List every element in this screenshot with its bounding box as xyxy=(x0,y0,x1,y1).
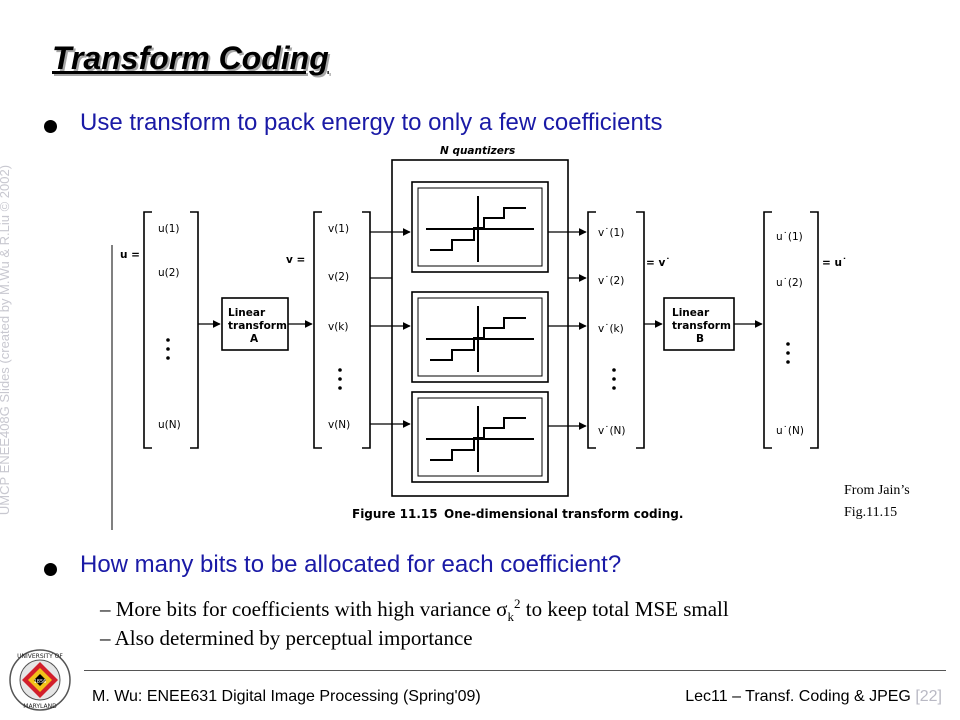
v-item: v(k) xyxy=(328,321,349,333)
sub-bullet-1: – More bits for coefficients with high v… xyxy=(100,596,729,625)
ustar-item: u˙(N) xyxy=(776,425,804,437)
transform-a-line: Linear xyxy=(228,307,266,319)
u-label: u = xyxy=(120,249,140,261)
transform-b-line: transform xyxy=(672,320,731,332)
bullet-1: Use transform to pack energy to only a f… xyxy=(80,109,663,136)
vstar-item: v˙(k) xyxy=(598,323,624,335)
source-line: Fig.11.15 xyxy=(844,505,898,520)
vstar-item: v˙(N) xyxy=(598,425,626,437)
ustar-label: = u˙ xyxy=(822,257,847,269)
logo-text-bottom: MARYLAND xyxy=(23,703,57,710)
sub-bullet-1-prefix: – More bits for coefficients with high v… xyxy=(100,597,508,621)
logo-text-top: UNIVERSITY OF xyxy=(17,653,63,660)
footer-course: M. Wu: ENEE631 Digital Image Processing … xyxy=(92,688,481,705)
page-number: [22] xyxy=(915,688,942,705)
footer-lecture-title: Lec11 – Transf. Coding & JPEG xyxy=(685,688,911,705)
u-item: u(1) xyxy=(158,223,180,235)
transform-a-line: transform xyxy=(228,320,287,332)
ustar-item: u˙(1) xyxy=(776,231,803,243)
footer-lecture: Lec11 – Transf. Coding & JPEG [22] xyxy=(685,688,942,706)
vstar-item: v˙(1) xyxy=(598,227,624,239)
figure-source-note: From Jain’s Fig.11.15 xyxy=(844,480,910,524)
v-item: v(1) xyxy=(328,223,349,235)
ustar-item: u˙(2) xyxy=(776,277,803,289)
v-item: v(2) xyxy=(328,271,349,283)
v-item: v(N) xyxy=(328,419,350,431)
bullet-2: How many bits to be allocated for each c… xyxy=(80,551,622,578)
slide-title: Transform Coding xyxy=(52,40,329,76)
logo-year: 1856 xyxy=(34,679,47,685)
transform-b-line: Linear xyxy=(672,307,710,319)
university-logo: UNIVERSITY OF MARYLAND 1856 xyxy=(9,649,71,711)
source-line: From Jain’s xyxy=(844,483,910,498)
sub-bullet-1-subscript: k xyxy=(507,609,514,625)
transform-a-line: A xyxy=(250,333,259,345)
transform-b-line: B xyxy=(696,333,704,345)
sub-bullet-1-suffix: to keep total MSE small xyxy=(520,597,729,621)
u-item: u(N) xyxy=(158,419,181,431)
sub-bullet-2: – Also determined by perceptual importan… xyxy=(100,626,473,650)
sub-bullet-1-superscript: 2 xyxy=(513,596,521,611)
vstar-item: v˙(2) xyxy=(598,275,624,287)
figure-caption-label: Figure 11.15 xyxy=(352,507,438,521)
u-item: u(2) xyxy=(158,267,180,279)
bullet-dot xyxy=(44,120,57,133)
figure-caption-text: One-dimensional transform coding. xyxy=(444,507,683,521)
bullet-dot xyxy=(44,563,57,576)
footer-divider xyxy=(84,670,946,671)
fig-header: N quantizers xyxy=(440,145,515,157)
v-label: v = xyxy=(286,254,305,266)
vstar-label: = v˙ xyxy=(646,257,671,269)
